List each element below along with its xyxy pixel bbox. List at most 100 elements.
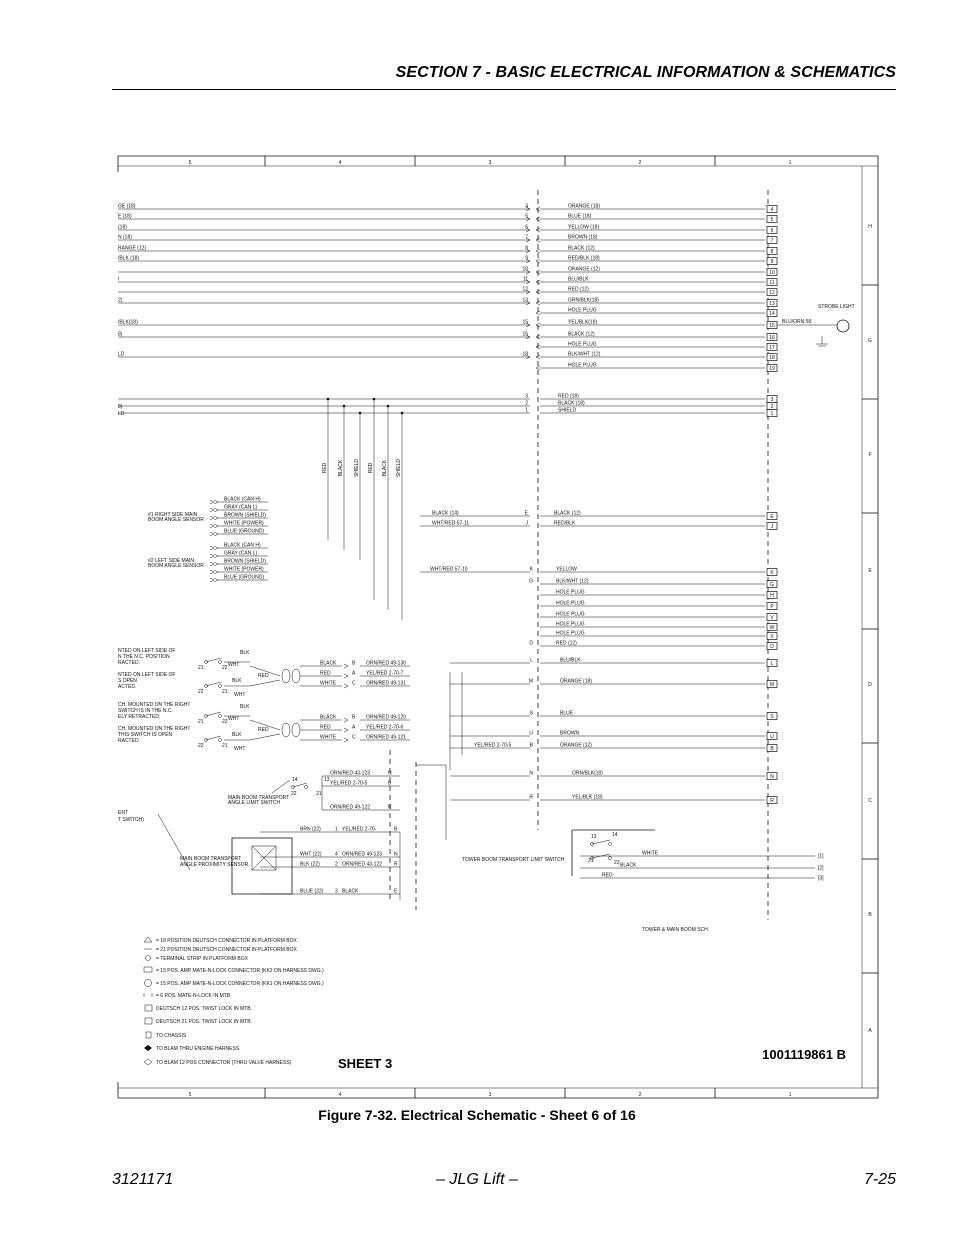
pin-letter: A (352, 671, 356, 677)
sensor-pin (213, 569, 219, 575)
wire-label: BLACK (14) (432, 511, 459, 517)
tower-switch-label: TOWER BOOM TRANSPORT LIMIT SWITCH (462, 857, 565, 863)
pin-number: 7 (525, 235, 528, 241)
wire-label: ORANGE (12) (568, 267, 600, 273)
wire-label: HOLE PLUG (568, 342, 597, 348)
switch-pin: 21 (198, 665, 204, 671)
terminal-box (766, 580, 778, 588)
switch-pin: 21 (316, 791, 322, 797)
row-letter: C (868, 798, 872, 804)
twisted-pair-icon (291, 722, 301, 738)
wire-color: BLACK (320, 715, 337, 721)
wire-label: YEL/RED 2-70-5 (330, 781, 367, 787)
sensor-wire-label: GRAY (CAN L) (224, 505, 257, 511)
wire-label: ORN/RED 49-120 (366, 715, 406, 721)
wire-label: BLUE (18) (568, 214, 592, 220)
wire-arrow (525, 300, 531, 306)
pin-number: E (525, 511, 529, 517)
sensor-pin (213, 561, 219, 567)
wire-color: BLK (22) (300, 862, 320, 868)
sheet-label: SHEET 3 (338, 1056, 392, 1071)
connector-arrow (535, 206, 541, 212)
wire-arrow (525, 206, 531, 212)
wire-label: BLU/BLK (560, 658, 581, 664)
terminal-label: 17 (769, 345, 775, 351)
legend-symbol (144, 1004, 153, 1012)
terminal-box (766, 299, 778, 307)
sensor-pin (209, 569, 215, 575)
prox-sensor-label: ANGLE PROXIMITY SENSOR (180, 862, 249, 868)
pin-number: 9 (525, 256, 528, 262)
wire-label: HOLE PLUG (556, 601, 585, 607)
sensor-2-label: #2 LEFT SIDE MAIN (148, 558, 194, 564)
connector-arrow (535, 216, 541, 222)
pin-letter: C (352, 735, 356, 741)
terminal-label: L (771, 661, 774, 667)
terminal-label: [2] (818, 866, 824, 872)
pin-number: D (529, 641, 533, 647)
sensor-wire-label: WHITE (POWER) (224, 567, 264, 573)
leader-line (157, 813, 191, 871)
wire-color: WHT (234, 746, 245, 752)
connector-arrow (535, 289, 541, 295)
sensor-1-label: BOOM ANGLE SENSOR (148, 517, 204, 523)
pin-letter: B (388, 781, 392, 787)
wire-label: HOLE PLUG (556, 612, 585, 618)
column-number: 4 (339, 160, 342, 166)
wire-label: SHIELD (558, 408, 576, 414)
wire-label: ORN/RED 49-122 (330, 805, 370, 811)
twisted-pair-icon (291, 668, 301, 684)
terminal-label: N (770, 774, 774, 780)
wire-label: YEL/RED 2-70- (342, 827, 377, 833)
terminal-box (766, 215, 778, 223)
partial-wire-label: GE (18) (118, 204, 136, 210)
switch-group-1-note: S OPEN (118, 678, 137, 684)
wire-label: BLACK (18) (558, 401, 585, 407)
wire-color: RED (320, 671, 331, 677)
terminal-box (766, 659, 778, 667)
wire-arrow (525, 237, 531, 243)
connector-arrow (535, 334, 541, 340)
wire-color: BLK (240, 650, 250, 656)
pin-letter: N (394, 852, 398, 858)
terminal-box (766, 278, 778, 286)
wire-arrow (525, 269, 531, 275)
wire-label: RED/BLK (18) (568, 256, 600, 262)
legend-text: = 18 POSITION DEUTSCH CONNECTOR IN PLATF… (156, 938, 297, 944)
switch-contact (608, 856, 612, 860)
terminal-label: G (770, 582, 774, 588)
terminal-label: 19 (769, 366, 775, 372)
wire-label: BLU/BLK (568, 277, 589, 283)
terminal-label: 2 (771, 404, 774, 410)
legend-text: DEUTSCH 12 POS. TWIST LOCK IN MTB. (156, 1006, 252, 1012)
wire-color: BLK (232, 732, 242, 738)
legend-text: = TERMINAL STRIP IN PLATFORM BOX (156, 956, 249, 962)
pin-number: 1 (335, 827, 338, 833)
pin-number: 12 (522, 287, 528, 293)
connector-arrow (535, 310, 541, 316)
prox-sensor-label: MAIN BOOM TRANSPORT (180, 856, 241, 862)
terminal-box (766, 732, 778, 740)
wire-arrow (525, 216, 531, 222)
vertical-wire-label: BLACK (382, 459, 388, 476)
switch-pin: 21 (222, 689, 228, 695)
connector-arrow (535, 237, 541, 243)
switch-wire (249, 665, 281, 677)
switch-group-1-note: ACTED. (118, 684, 136, 690)
sensor-pin (213, 531, 219, 537)
wire-arrow (525, 258, 531, 264)
legend-symbol (143, 966, 153, 973)
switch-lever (205, 657, 222, 663)
sensor-pin (213, 577, 219, 583)
pin-number: 3 (335, 889, 338, 895)
connector-arrow (535, 248, 541, 254)
terminal-label: [3] (818, 876, 824, 882)
pin-letter: B (394, 827, 398, 833)
left-note: ENT (118, 810, 128, 816)
terminal-box (766, 744, 778, 752)
terminal-label: 13 (769, 301, 775, 307)
strobe-wire-label: BLU/ORN 58 (782, 319, 811, 325)
sensor-pin (209, 577, 215, 583)
switch-group-1-note: NTED ON LEFT SIDE OF (118, 648, 175, 654)
connector-pin (343, 717, 349, 723)
